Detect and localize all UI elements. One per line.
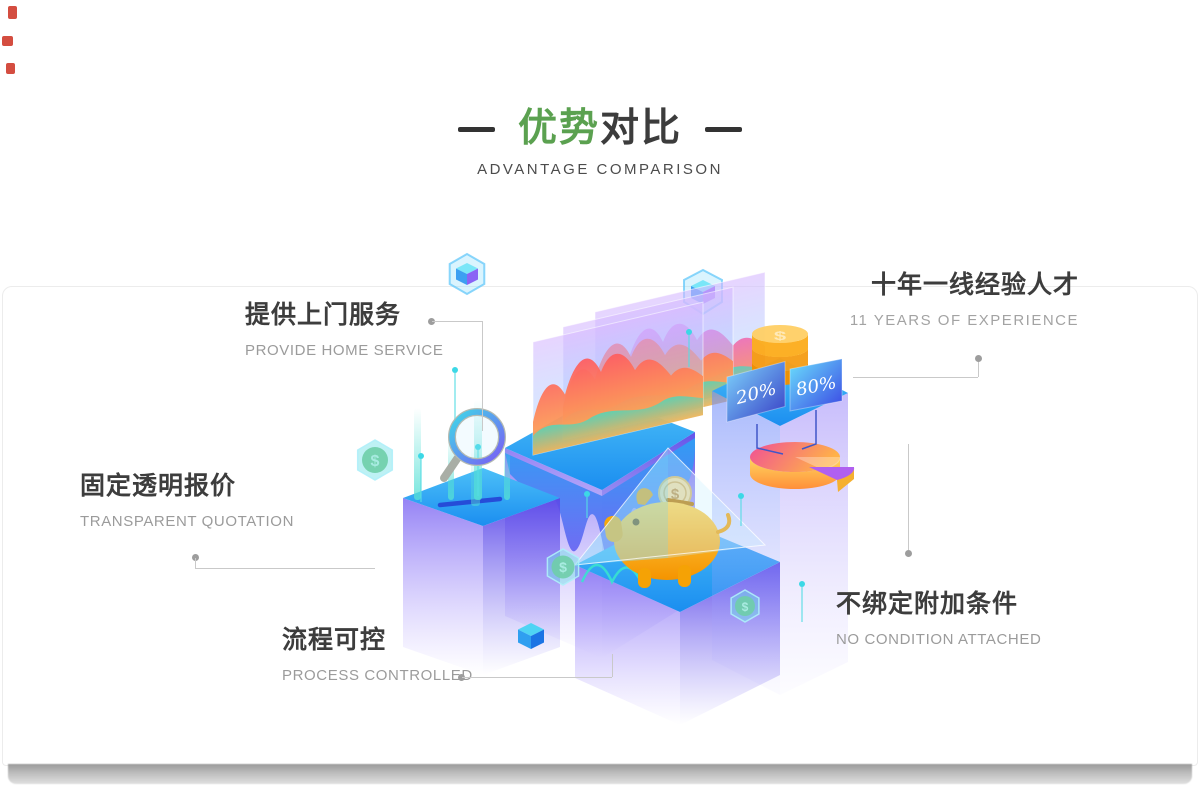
dollar-hexagon-icon: $ xyxy=(730,589,760,623)
badge-dollar-glyph: $ xyxy=(371,453,380,470)
pie-label-small: 20% xyxy=(726,360,786,423)
feature-process-title: 流程可控 xyxy=(282,626,387,654)
magnifier-icon xyxy=(440,408,506,482)
glass-pyramid xyxy=(573,447,767,566)
title-dash-left xyxy=(457,126,495,132)
feature-quotation-title: 固定透明报价 xyxy=(80,472,237,500)
area-chart-panel xyxy=(532,301,704,456)
feature-experience: 十年一线经验人才 11 YEARS OF EXPERIENCE xyxy=(850,270,1079,329)
section-title: 优势对比 xyxy=(518,105,682,153)
coin-dollar-glyph: $ xyxy=(774,329,786,343)
red-mark xyxy=(8,6,17,19)
flag-connector xyxy=(756,424,784,455)
card-shadow xyxy=(8,764,1192,784)
feature-experience-title: 十年一线经验人才 xyxy=(870,271,1079,299)
feature-process-subtitle: PROCESS CONTROLLED xyxy=(282,667,473,684)
title-dash-right xyxy=(705,126,743,132)
feature-quotation-subtitle: TRANSPARENT QUOTATION xyxy=(80,513,295,530)
red-mark xyxy=(2,36,13,46)
feature-experience-subtitle: 11 YEARS OF EXPERIENCE xyxy=(849,312,1079,329)
wireframe-cube-icon xyxy=(448,252,486,296)
flag-connector xyxy=(801,410,817,450)
feature-process: 流程可控 PROCESS CONTROLLED xyxy=(282,625,473,684)
pie-chart xyxy=(750,442,855,492)
pie-label-large: 80% xyxy=(789,358,843,412)
feature-quotation: 固定透明报价 TRANSPARENT QUOTATION xyxy=(80,471,294,530)
title-rest: 对比 xyxy=(600,107,683,150)
red-mark xyxy=(6,63,15,74)
section-subtitle: ADVANTAGE COMPARISON xyxy=(477,161,723,178)
badge-dollar-glyph: $ xyxy=(559,559,567,575)
badge-dollar-glyph: $ xyxy=(742,600,749,614)
feature-home-service-title: 提供上门服务 xyxy=(245,301,402,329)
feature-no-condition-subtitle: NO CONDITION ATTACHED xyxy=(836,631,1042,648)
title-highlight: 优势 xyxy=(517,107,600,150)
feature-home-service-subtitle: PROVIDE HOME SERVICE xyxy=(245,342,444,359)
feature-home-service: 提供上门服务 PROVIDE HOME SERVICE xyxy=(245,300,443,359)
coin-slot xyxy=(437,496,503,508)
isometric-illustration: $ 20% 80% $ xyxy=(356,252,855,725)
dollar-hexagon-icon: $ xyxy=(356,439,394,481)
section-title-row: 优势对比 xyxy=(0,104,1200,154)
feature-no-condition-title: 不绑定附加条件 xyxy=(836,590,1019,618)
mini-cube-icon xyxy=(518,623,544,649)
coin-dollar-glyph: $ xyxy=(671,486,680,503)
feature-no-condition: 不绑定附加条件 NO CONDITION ATTACHED xyxy=(836,589,1041,648)
dollar-hexagon-icon: $ xyxy=(546,548,580,586)
